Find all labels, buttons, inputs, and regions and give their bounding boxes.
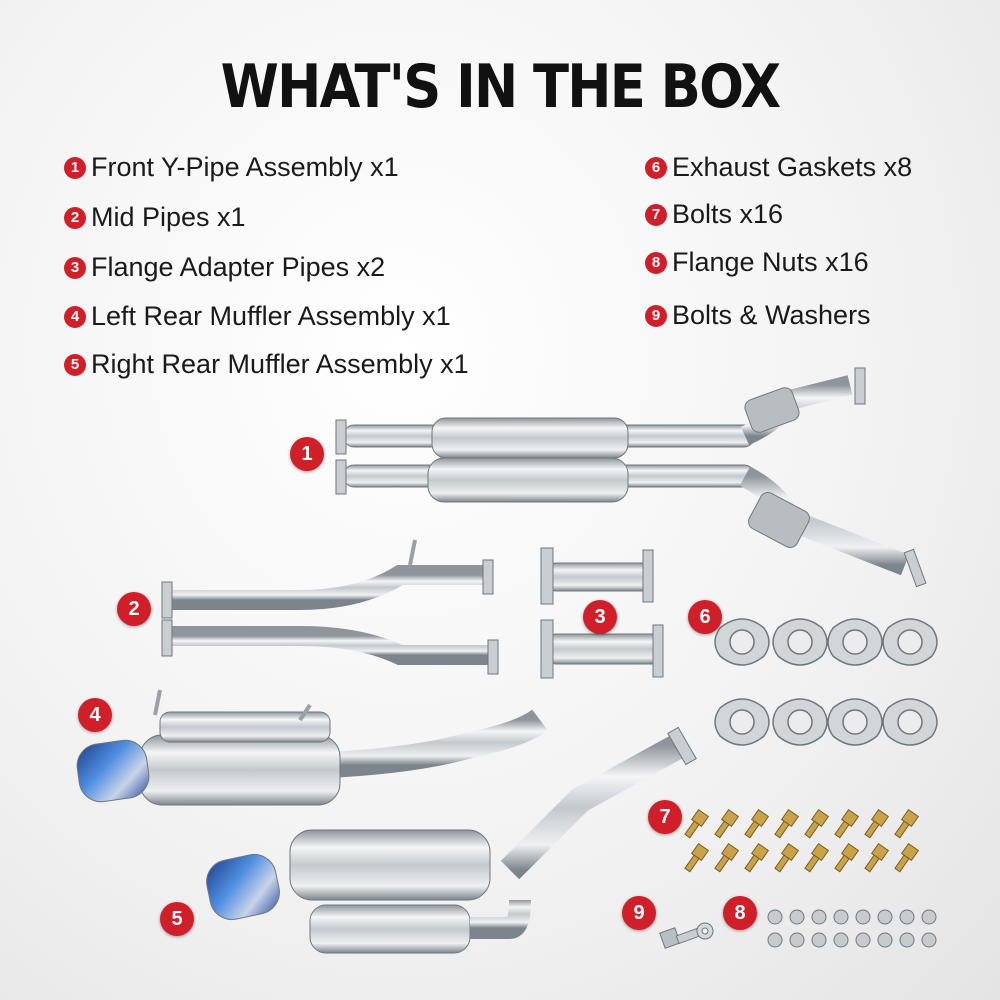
item-label: Front Y-Pipe Assembly x1 bbox=[91, 152, 399, 182]
mid-pipes bbox=[161, 539, 499, 675]
list-item: 3 Flange Adapter Pipes x2 bbox=[64, 252, 385, 283]
part-badge-1: 1 bbox=[290, 437, 324, 471]
list-item: 6 Exhaust Gaskets x8 bbox=[645, 152, 912, 183]
item-number: 7 bbox=[645, 203, 667, 226]
item-label: Bolts & Washers bbox=[672, 300, 871, 330]
list-item: 2 Mid Pipes x1 bbox=[64, 202, 246, 233]
item-number: 4 bbox=[64, 305, 86, 328]
page-title: WHAT'S IN THE BOX bbox=[220, 52, 781, 122]
bolts bbox=[684, 808, 920, 873]
part-badge-9: 9 bbox=[622, 896, 656, 930]
part-badge-7: 7 bbox=[648, 800, 682, 834]
list-item: 7 Bolts x16 bbox=[645, 199, 783, 230]
exhaust-gaskets bbox=[714, 618, 938, 746]
item-number: 3 bbox=[64, 256, 86, 279]
part-badge-3: 3 bbox=[583, 600, 617, 634]
item-label: Exhaust Gaskets x8 bbox=[672, 152, 913, 182]
left-rear-muffler bbox=[76, 689, 548, 806]
item-number: 1 bbox=[64, 156, 86, 179]
list-item: 5 Right Rear Muffler Assembly x1 bbox=[64, 349, 469, 380]
part-badge-8: 8 bbox=[723, 896, 757, 930]
front-y-pipe bbox=[335, 367, 927, 588]
part-badge-4: 4 bbox=[78, 698, 112, 732]
item-number: 6 bbox=[645, 156, 667, 179]
part-badge-6: 6 bbox=[688, 600, 722, 634]
item-label: Left Rear Muffler Assembly x1 bbox=[91, 301, 451, 331]
item-label: Bolts x16 bbox=[672, 199, 784, 229]
list-item: 8 Flange Nuts x16 bbox=[645, 247, 869, 278]
item-label: Flange Adapter Pipes x2 bbox=[91, 252, 386, 282]
item-number: 9 bbox=[645, 304, 667, 327]
item-label: Mid Pipes x1 bbox=[91, 202, 246, 232]
item-number: 5 bbox=[64, 353, 86, 376]
list-item: 4 Left Rear Muffler Assembly x1 bbox=[64, 301, 451, 332]
bolt-and-washer bbox=[659, 922, 714, 949]
list-item: 1 Front Y-Pipe Assembly x1 bbox=[64, 152, 399, 183]
list-item: 9 Bolts & Washers bbox=[645, 300, 871, 331]
part-badge-2: 2 bbox=[117, 592, 151, 626]
item-number: 8 bbox=[645, 251, 667, 274]
item-number: 2 bbox=[64, 206, 86, 229]
flange-nuts bbox=[767, 909, 937, 948]
right-rear-muffler bbox=[206, 726, 697, 954]
item-label: Right Rear Muffler Assembly x1 bbox=[91, 349, 469, 379]
item-label: Flange Nuts x16 bbox=[672, 247, 869, 277]
part-badge-5: 5 bbox=[160, 902, 194, 936]
flange-adapter-pipes bbox=[540, 547, 664, 679]
